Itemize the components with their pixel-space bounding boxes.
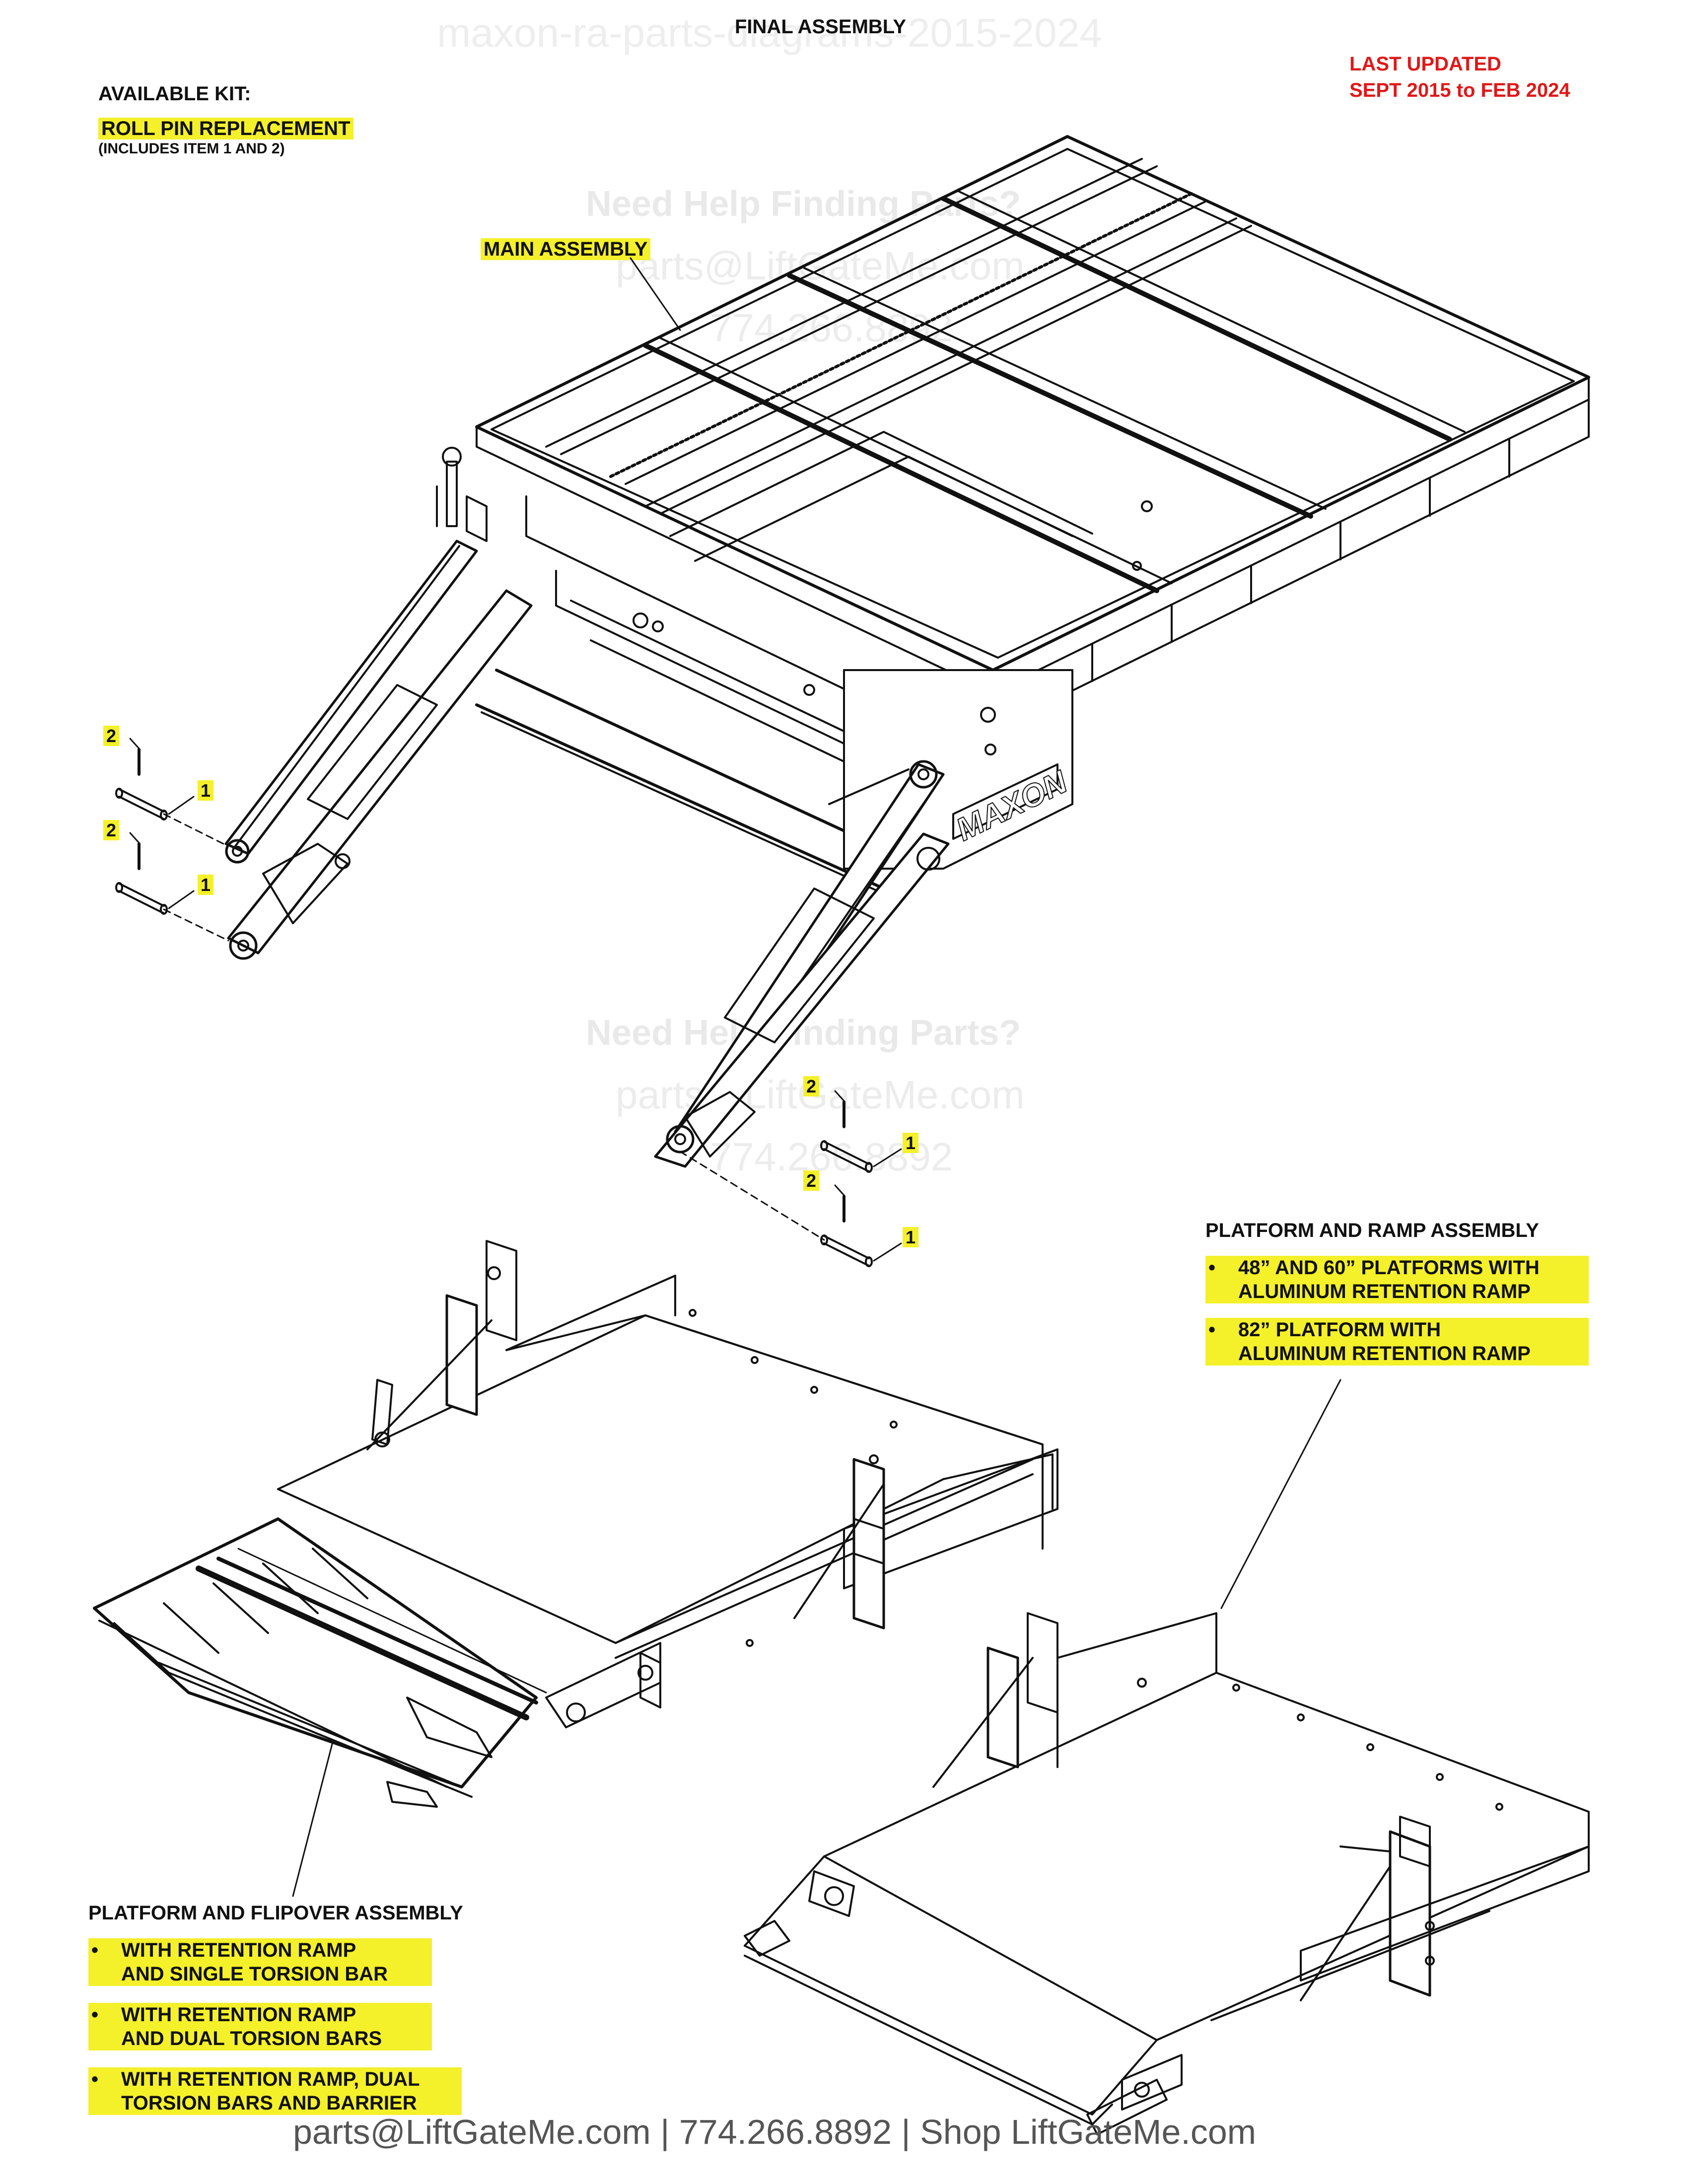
available-kit-heading: AVAILABLE KIT: [98, 83, 251, 105]
platform-ramp-heading: PLATFORM AND RAMP ASSEMBLY [1205, 1220, 1539, 1241]
callout-item-2: 2 [103, 820, 120, 841]
kit-note: (INCLUDES ITEM 1 AND 2) [98, 140, 285, 157]
platform-ramp-option-1: •48” AND 60” PLATFORMS WITH ALUMINUM RET… [1205, 1256, 1589, 1303]
platform-ramp-assembly [744, 1379, 1590, 2135]
last-updated-range: SEPT 2015 to FEB 2024 [1349, 79, 1570, 101]
platform-ramp-option-2: •82” PLATFORM WITH ALUMINUM RETENTION RA… [1205, 1318, 1589, 1365]
bullet-glyph: • [91, 2004, 99, 2026]
main-assembly-label: MAIN ASSEMBLY [481, 237, 651, 261]
watermark-title: maxon-ra-parts-diagrams-2015-2024 [437, 10, 1102, 56]
kit-name: ROLL PIN REPLACEMENT [98, 117, 353, 140]
flipover-option-2: •WITH RETENTION RAMP AND DUAL TORSION BA… [88, 2003, 432, 2050]
footer-contact: parts@LiftGateMe.com | 774.266.8892 | Sh… [293, 2113, 1257, 2151]
callout-item-1: 1 [198, 780, 214, 801]
bullet-glyph: • [1208, 1319, 1216, 1341]
flipover-heading: PLATFORM AND FLIPOVER ASSEMBLY [88, 1902, 463, 1924]
main-assembly-label-text: MAIN ASSEMBLY [481, 238, 651, 260]
watermark-email-top: parts@LiftGateMe.com [616, 244, 1025, 288]
watermark-email-mid: parts@LiftGateMe.com [616, 1073, 1025, 1117]
callout-item-1: 1 [903, 1133, 919, 1154]
roll-pins-left [115, 738, 229, 942]
left-arm-assembly [224, 447, 533, 960]
watermark-help-top: Need Help Finding Parts? [586, 184, 1021, 224]
callout-item-1: 1 [903, 1227, 919, 1248]
kit-name-text: ROLL PIN REPLACEMENT [98, 118, 353, 139]
flipover-option-1: •WITH RETENTION RAMP AND SINGLE TORSION … [88, 1938, 432, 1986]
bullet-glyph: • [91, 2068, 99, 2090]
bullet-glyph: • [91, 1939, 99, 1961]
last-updated-label: LAST UPDATED [1349, 53, 1501, 75]
flipover-option-3: •WITH RETENTION RAMP, DUAL TORSION BARS … [88, 2067, 462, 2115]
platform-flipover-assembly [93, 1240, 1058, 1897]
callout-item-1: 1 [198, 875, 214, 895]
bullet-glyph: • [1208, 1257, 1216, 1279]
callout-item-2: 2 [803, 1076, 820, 1097]
page-title: FINAL ASSEMBLY [735, 16, 907, 38]
callout-item-2: 2 [803, 1170, 820, 1191]
leader-main-assembly [630, 257, 681, 331]
watermark-phone-top: 774.266.8892 [710, 306, 953, 350]
right-arm-assembly [654, 760, 950, 1168]
callout-item-2: 2 [103, 726, 120, 747]
roll-pins-right [679, 1090, 902, 1267]
